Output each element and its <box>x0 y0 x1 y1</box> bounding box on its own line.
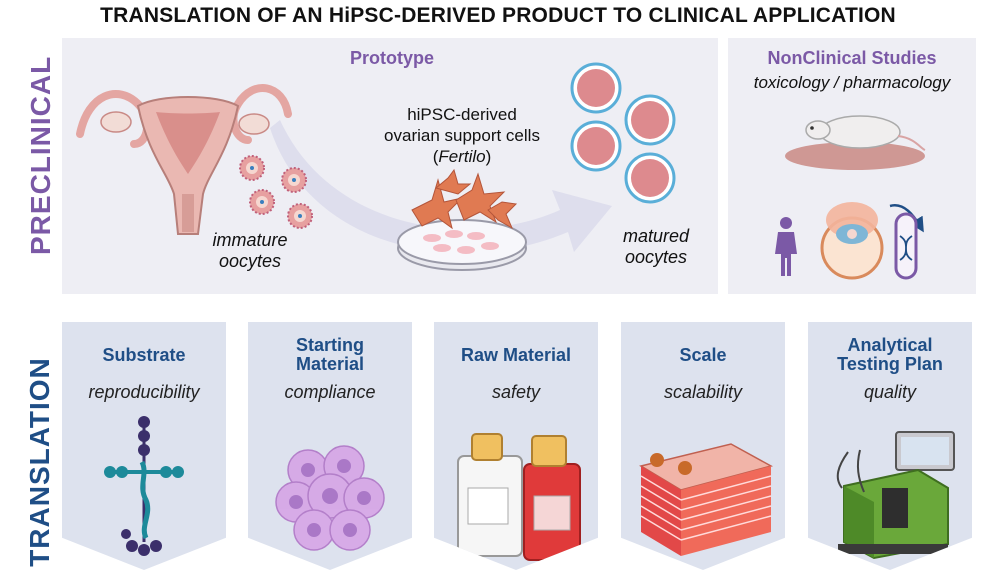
column-title-line2: Material <box>295 354 365 374</box>
column-subtitle: quality <box>863 382 917 402</box>
column-title: Raw Material <box>460 345 572 365</box>
uterus-ovaries-icon <box>76 84 292 235</box>
column-title: Analytical Testing Plan <box>808 336 972 374</box>
matured-oocytes-caption: matured oocytes <box>596 226 716 268</box>
column-subtitle: reproducibility <box>88 382 200 402</box>
column-scale: Scale scalability <box>621 322 785 570</box>
woman-icon <box>775 217 797 276</box>
follicle-icon <box>820 202 884 280</box>
analyzer-instrument-icon <box>836 431 955 560</box>
cells-caption: hiPSC-derived ovarian support cells (Fer… <box>362 104 562 167</box>
column-analytical-testing-plan: Analytical Testing Plan quality <box>808 322 972 570</box>
column-substrate: Substrate reproducibility <box>62 322 226 570</box>
media-bottles-icon <box>457 433 581 561</box>
nonclinical-heading: NonClinical Studies <box>767 48 937 68</box>
matured-line1: matured <box>622 226 690 246</box>
column-raw-material: Raw Material safety <box>434 322 598 570</box>
column-subtitle: scalability <box>663 382 743 402</box>
cells-caption-line3: (Fertilo) <box>362 146 562 167</box>
column-title-line1: Starting <box>295 335 364 355</box>
column-subtitle: compliance <box>284 382 376 402</box>
laminin-molecule-icon <box>104 416 184 556</box>
immature-line2: oocytes <box>218 251 282 271</box>
petri-dish-cells-icon <box>397 168 527 271</box>
cells-caption-paren-close: ) <box>485 147 492 166</box>
matured-line2: oocytes <box>624 247 688 267</box>
mice-icon <box>785 115 926 170</box>
cells-caption-line2: ovarian support cells <box>384 126 540 145</box>
cell-cluster-icon <box>275 445 385 551</box>
cell-stack-icon <box>639 443 773 556</box>
immature-oocytes-caption: immature oocytes <box>190 230 310 272</box>
nonclinical-subtitle: toxicology / pharmacology <box>753 73 951 92</box>
column-starting-material: Starting Material compliance <box>248 322 412 570</box>
dna-tube-icon <box>889 204 924 280</box>
column-title: Substrate <box>102 345 186 365</box>
column-subtitle: safety <box>491 382 541 402</box>
cells-caption-line1: hiPSC-derived <box>407 105 517 124</box>
column-title-line1: Analytical <box>847 335 933 355</box>
matured-oocytes-icon <box>570 62 676 204</box>
immature-oocytes-icon <box>239 155 313 229</box>
product-name: Fertilo <box>438 147 486 166</box>
cells-caption-paren-open: ( <box>432 147 439 166</box>
column-title-line2: Testing Plan <box>837 354 943 374</box>
prototype-heading: Prototype <box>349 48 434 68</box>
figure-title: TRANSLATION OF AN HiPSC-DERIVED PRODUCT … <box>100 4 896 27</box>
column-title: Starting Material <box>248 336 412 374</box>
immature-line1: immature <box>212 230 288 250</box>
column-title: Scale <box>679 345 727 365</box>
